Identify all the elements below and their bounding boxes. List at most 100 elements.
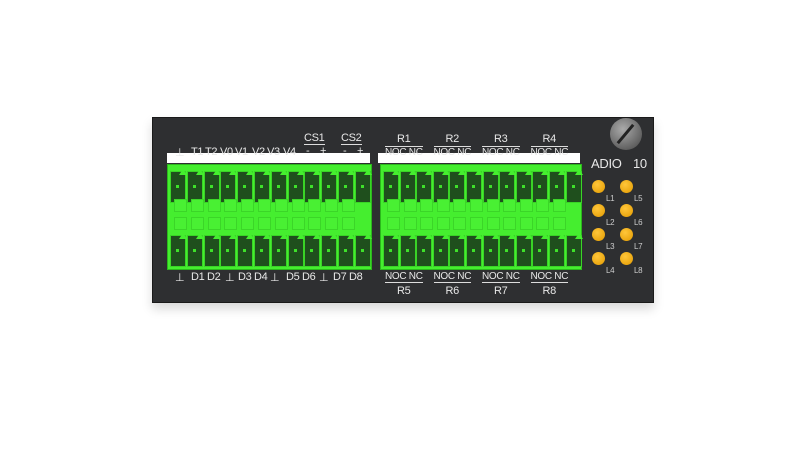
terminal-pin-top[interactable] (515, 171, 532, 203)
terminal-pin-top[interactable] (565, 171, 582, 203)
connector-detail (536, 199, 550, 212)
connector-detail (553, 199, 566, 212)
arrow-icon (441, 233, 450, 239)
relay-label: R7 (494, 285, 508, 297)
cs-label: CS1 (304, 132, 325, 145)
arrow-icon (458, 169, 467, 175)
thumb-screw[interactable] (610, 118, 642, 150)
terminal-pin-bottom[interactable] (499, 235, 516, 267)
terminal-pin-top[interactable] (383, 171, 399, 203)
terminal-label: D4 (254, 271, 268, 283)
connector-detail (207, 217, 221, 230)
terminal-pin-bottom[interactable] (565, 235, 582, 267)
terminal-pin-top[interactable] (532, 171, 549, 203)
relay-label: R1 (397, 133, 411, 145)
terminal-label: D6 (302, 271, 316, 283)
terminal-pin-bottom[interactable] (237, 235, 254, 267)
arrow-icon (524, 233, 533, 239)
relay-label: R5 (397, 285, 411, 297)
terminal-pin-top[interactable] (354, 171, 371, 203)
relay-contacts: NOC NC (482, 271, 520, 283)
relay-label: R4 (542, 133, 557, 145)
connector-detail (308, 199, 322, 212)
arrow-icon (475, 233, 483, 239)
arrow-icon (330, 233, 339, 239)
terminal-pin-bottom[interactable] (515, 235, 532, 267)
terminal-pin-bottom[interactable] (354, 235, 371, 267)
terminal-block-left[interactable] (167, 164, 372, 270)
terminal-label: V2 (252, 146, 265, 158)
cs-plus: + (320, 145, 327, 157)
connector-detail (519, 199, 533, 212)
terminal-pin-bottom[interactable] (532, 235, 549, 267)
arrow-icon (508, 169, 517, 175)
connector-detail (241, 217, 255, 230)
arrow-icon (541, 233, 550, 239)
terminal-pin-bottom[interactable] (254, 235, 270, 267)
arrow-icon (558, 169, 566, 175)
arrow-icon (296, 233, 305, 239)
terminal-pin-top[interactable] (304, 171, 321, 203)
relay-contacts: NOC NC (530, 146, 569, 158)
terminal-pin-bottom[interactable] (321, 235, 338, 267)
connector-detail (387, 217, 400, 230)
arrow-icon (263, 233, 271, 239)
arrow-icon (229, 169, 238, 175)
terminal-pin-top[interactable] (203, 171, 220, 203)
relay-label: R8 (542, 285, 557, 297)
terminal-pin-bottom[interactable] (482, 235, 499, 267)
terminal-pin-bottom[interactable] (186, 235, 203, 267)
connector-detail (436, 217, 450, 230)
arrow-icon (425, 169, 434, 175)
arrow-icon (330, 169, 339, 175)
terminal-label: V0 (220, 146, 233, 158)
arrow-icon (491, 169, 500, 175)
terminal-pin-bottom[interactable] (549, 235, 565, 267)
terminal-pin-bottom[interactable] (338, 235, 354, 267)
led-label: L2 (606, 218, 615, 227)
connector-detail (342, 199, 355, 212)
arrow-icon (212, 169, 221, 175)
led-label: L5 (634, 194, 643, 203)
relay-contacts: NOC NC (530, 271, 569, 283)
terminal-pin-bottom[interactable] (203, 235, 220, 267)
terminal-label: D3 (238, 271, 252, 283)
terminal-pin-bottom[interactable] (170, 235, 186, 267)
terminal-pin-bottom[interactable] (449, 235, 466, 267)
arrow-icon (408, 169, 417, 175)
terminal-pin-bottom[interactable] (383, 235, 399, 267)
connector-detail (258, 217, 271, 230)
terminal-pin-bottom[interactable] (399, 235, 416, 267)
connector-detail (174, 217, 187, 230)
terminal-label: V4 (283, 146, 296, 158)
connector-detail (224, 217, 238, 230)
arrow-icon (508, 233, 517, 239)
status-led-l8 (620, 252, 633, 265)
arrow-icon (574, 233, 583, 239)
cs-minus: - (343, 145, 347, 157)
terminal-pin-bottom[interactable] (287, 235, 304, 267)
terminal-pin-top[interactable] (237, 171, 254, 203)
connector-detail (503, 199, 517, 212)
terminal-pin-bottom[interactable] (270, 235, 287, 267)
terminal-block-right[interactable] (380, 164, 583, 270)
connector-detail (470, 199, 483, 212)
connector-detail (325, 217, 339, 230)
terminal-pin-bottom[interactable] (304, 235, 321, 267)
terminal-pin-bottom[interactable] (466, 235, 482, 267)
arrow-icon (441, 169, 450, 175)
arrow-icon (541, 169, 550, 175)
relay-contacts: NOC NC (433, 146, 472, 158)
terminal-label: D7 (333, 271, 347, 283)
arrow-icon (212, 233, 221, 239)
relay-contacts: NOC NC (482, 146, 520, 158)
terminal-pin-bottom[interactable] (220, 235, 237, 267)
terminal-pin-bottom[interactable] (416, 235, 433, 267)
connector-detail (190, 217, 204, 230)
module-name: ADIO (591, 156, 622, 171)
connector-detail (420, 217, 434, 230)
led-label: L1 (606, 194, 615, 203)
arrow-icon (246, 233, 255, 239)
arrow-icon (524, 169, 533, 175)
terminal-pin-bottom[interactable] (432, 235, 449, 267)
